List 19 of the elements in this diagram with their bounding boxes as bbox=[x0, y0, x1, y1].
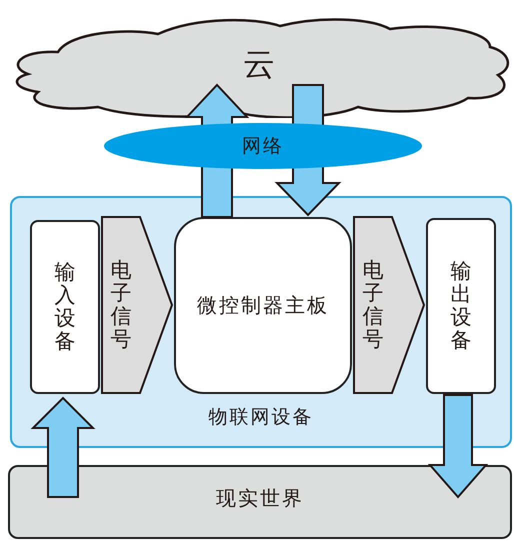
block-arrow bbox=[274, 84, 342, 216]
node-label: 物联网设备 bbox=[208, 405, 314, 430]
block-arrow bbox=[101, 216, 174, 394]
node-label: 现实世界 bbox=[216, 485, 304, 512]
node-label: 输出设备 bbox=[450, 260, 472, 352]
device-box bbox=[426, 218, 496, 394]
node-label: 微控制器主板 bbox=[197, 292, 329, 319]
node-label: 云 bbox=[243, 44, 277, 85]
edge-label: 电子信号 bbox=[110, 258, 132, 352]
node-label: 网络 bbox=[242, 134, 284, 159]
block-arrow bbox=[428, 394, 488, 499]
board-box bbox=[174, 217, 352, 394]
world-box bbox=[8, 465, 512, 539]
device-box bbox=[30, 220, 100, 394]
block-arrow bbox=[184, 84, 250, 218]
node-label: 输入设备 bbox=[54, 260, 76, 354]
block-arrow bbox=[30, 396, 96, 498]
block-arrow bbox=[353, 216, 426, 394]
edge-label: 电子信号 bbox=[362, 258, 384, 352]
